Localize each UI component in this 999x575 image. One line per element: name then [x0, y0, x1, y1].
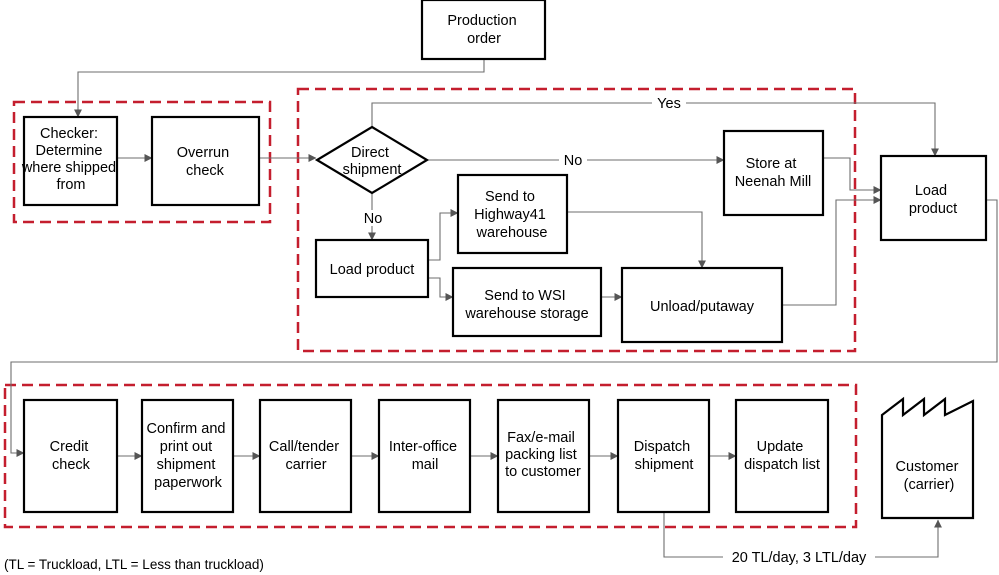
- no-down-label: No: [364, 211, 383, 227]
- store-neenah-label: Store at Neenah Mill: [735, 156, 812, 190]
- connector-unload-to-load-product: [782, 196, 882, 306]
- direct-shipment-decision: [314, 125, 430, 195]
- connector-load-product-to-credit-check: [10, 199, 998, 457]
- overrun-check-label: Overrun check: [177, 145, 233, 179]
- direct-shipment-label: Direct shipment: [343, 145, 402, 178]
- yes-label: Yes: [657, 96, 681, 112]
- overrun-check-box: [150, 115, 261, 207]
- store-neenah-box: [722, 129, 825, 217]
- checker-box: [22, 115, 119, 207]
- connector-load-to-highway41: [428, 209, 459, 261]
- credit-check-box: [22, 398, 119, 514]
- production-order-box: [420, 0, 547, 61]
- send-highway41-box: [456, 173, 569, 255]
- update-dispatch-box: [734, 398, 830, 514]
- load-product-left-label: Load product: [330, 262, 415, 278]
- connector-store-to-load-product: [823, 157, 882, 194]
- no-right-label: No: [564, 153, 583, 169]
- confirm-print-box: [140, 398, 235, 514]
- rate-label-backing: [723, 549, 875, 566]
- call-tender-box: [258, 398, 353, 514]
- yes-label-backing: [652, 95, 686, 111]
- checker-label: Checker: Determine where shipped from: [21, 126, 120, 193]
- footnote: (TL = Truckload, LTL = Less than trucklo…: [4, 557, 264, 572]
- customer-label: Customer (carrier): [896, 459, 963, 493]
- unload-putaway-label: Unload/putaway: [650, 299, 755, 315]
- rate-label: 20 TL/day, 3 LTL/day: [732, 550, 867, 566]
- load-product-right-box: [879, 154, 988, 242]
- connector-highway41-to-unload: [567, 211, 706, 269]
- load-product-left-box: [314, 238, 430, 299]
- production-order-label: Production order: [447, 13, 520, 47]
- send-highway41-label: Send to Highway41 warehouse: [474, 189, 550, 241]
- send-wsi-box: [451, 266, 603, 338]
- no-down-label-backing: [360, 210, 386, 226]
- unload-putaway-box: [620, 266, 784, 344]
- dispatch-shipment-label: Dispatch shipment: [634, 439, 694, 473]
- inter-office-label: Inter-office mail: [389, 439, 461, 473]
- checker-group-frame: [12, 100, 272, 224]
- credit-check-label: Credit check: [50, 439, 93, 473]
- update-dispatch-label: Update dispatch list: [744, 439, 820, 473]
- dispatch-shipment-box: [616, 398, 711, 514]
- fax-email-box: [496, 398, 591, 514]
- inter-office-box: [377, 398, 472, 514]
- routing-group-frame: [296, 87, 857, 353]
- connector-order-to-checker: [74, 59, 485, 118]
- customer-factory-shape: [880, 396, 975, 520]
- call-tender-label: Call/tender carrier: [269, 439, 343, 473]
- no-right-label-backing: [559, 152, 587, 168]
- confirm-print-label: Confirm and print out shipment paperwork: [146, 421, 229, 491]
- send-wsi-label: Send to WSI warehouse storage: [464, 288, 588, 322]
- connector-load-to-wsi: [428, 277, 454, 301]
- dispatch-group-frame: [3, 383, 858, 529]
- load-product-right-label: Load product: [909, 183, 957, 217]
- fax-email-label: Fax/e-mail packing list to customer: [505, 430, 581, 480]
